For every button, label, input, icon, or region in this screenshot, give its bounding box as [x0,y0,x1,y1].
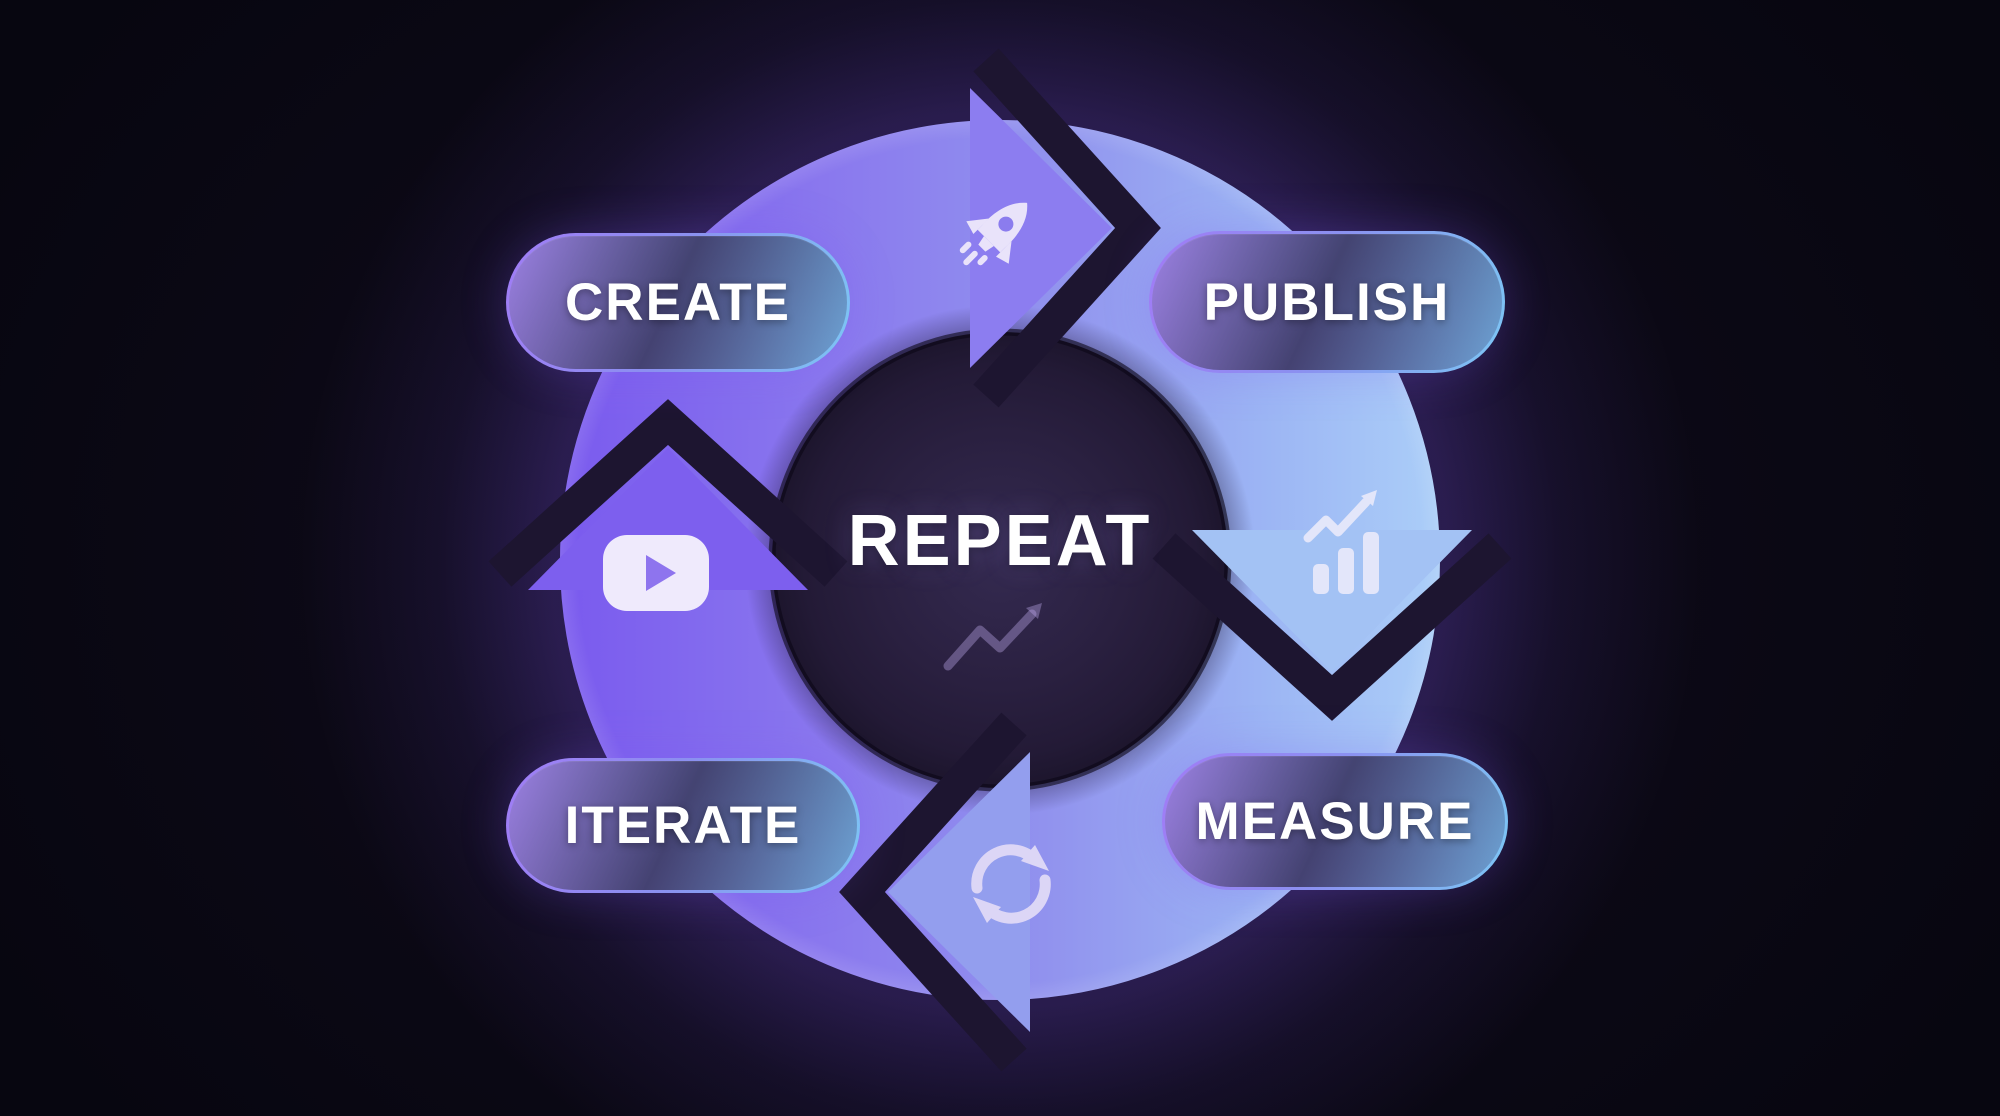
trending-up-icon [943,603,1042,671]
flow-arrow-top [970,48,1161,408]
refresh-icon [971,844,1051,924]
stage-pill-measure: MEASURE [1162,753,1508,890]
stage-label: PUBLISH [1203,272,1451,332]
gap-notch [839,712,1027,1072]
center-label: REPEAT [847,501,1153,581]
stage-label: ITERATE [564,796,802,855]
rocket-icon [959,202,1028,266]
stage-pill-iterate: ITERATE [506,758,860,893]
stage-pill-create: CREATE [506,233,850,372]
gap-notch [1152,533,1512,721]
arrowhead [970,88,1112,368]
arrowhead [528,448,808,590]
bar-chart-icon [1303,490,1379,594]
arrowhead [1192,530,1472,672]
flow-arrow-right [1152,530,1512,721]
gap-notch [488,399,848,587]
arrowhead [888,752,1030,1032]
flow-arrow-bottom [839,712,1030,1072]
play-icon [603,535,709,611]
flow-arrow-left [488,399,848,590]
stage-pill-publish: PUBLISH [1149,231,1505,373]
gap-notch [973,48,1161,408]
stage-label: CREATE [565,273,791,332]
stage-label: MEASURE [1195,792,1475,851]
